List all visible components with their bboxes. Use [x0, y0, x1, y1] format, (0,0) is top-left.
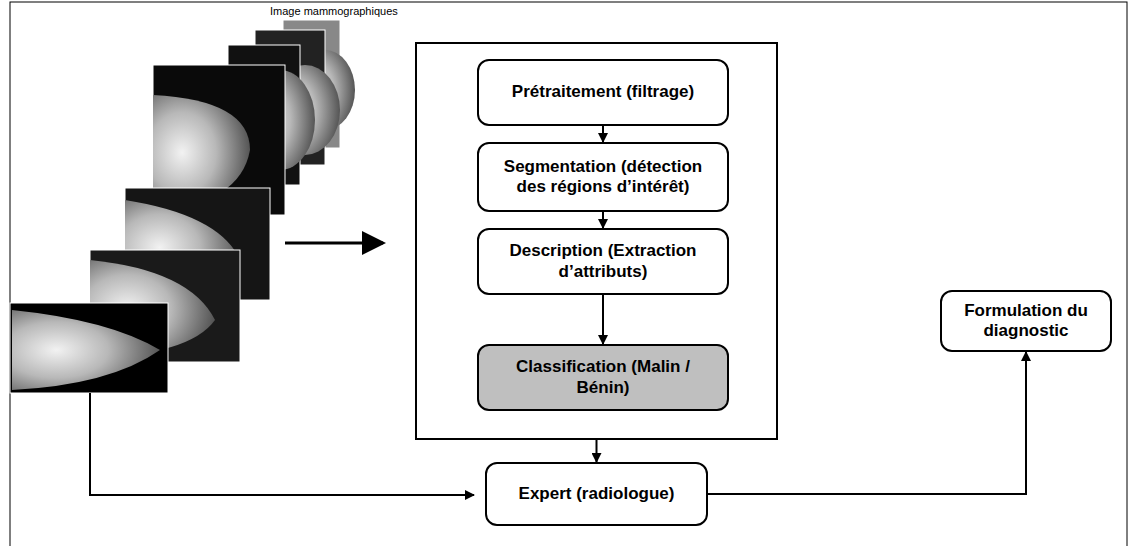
frame [10, 2, 1127, 546]
mammogram-stack [10, 20, 355, 393]
flow-arrow [602, 212, 604, 228]
process-box: Description (Extraction d’attributs) [477, 228, 729, 295]
flow-arrow [285, 242, 383, 245]
flow-arrow [602, 295, 604, 344]
flow-arrow [596, 440, 598, 462]
box-label: Formulation du diagnostic [952, 301, 1100, 342]
box-label: Prétraitement (filtrage) [512, 82, 694, 102]
box-label: Segmentation (détection des régions d’in… [489, 157, 717, 198]
process-box: Formulation du diagnostic [940, 290, 1112, 352]
process-box: Expert (radiologue) [485, 462, 708, 526]
pipeline-frame: Prétraitement (filtrage) Segmentation (dé… [415, 42, 778, 440]
process-box: Prétraitement (filtrage) [477, 59, 729, 126]
box-label: Expert (radiologue) [519, 484, 675, 504]
caption-label: Image mammographiques [270, 5, 398, 17]
process-box: Classification (Malin / Bénin) [477, 344, 729, 411]
process-box: Segmentation (détection des régions d’in… [477, 142, 729, 212]
box-label: Description (Extraction d’attributs) [489, 241, 717, 282]
flow-arrow [708, 352, 1026, 494]
box-label: Classification (Malin / Bénin) [489, 357, 717, 398]
flow-arrow [602, 126, 604, 142]
